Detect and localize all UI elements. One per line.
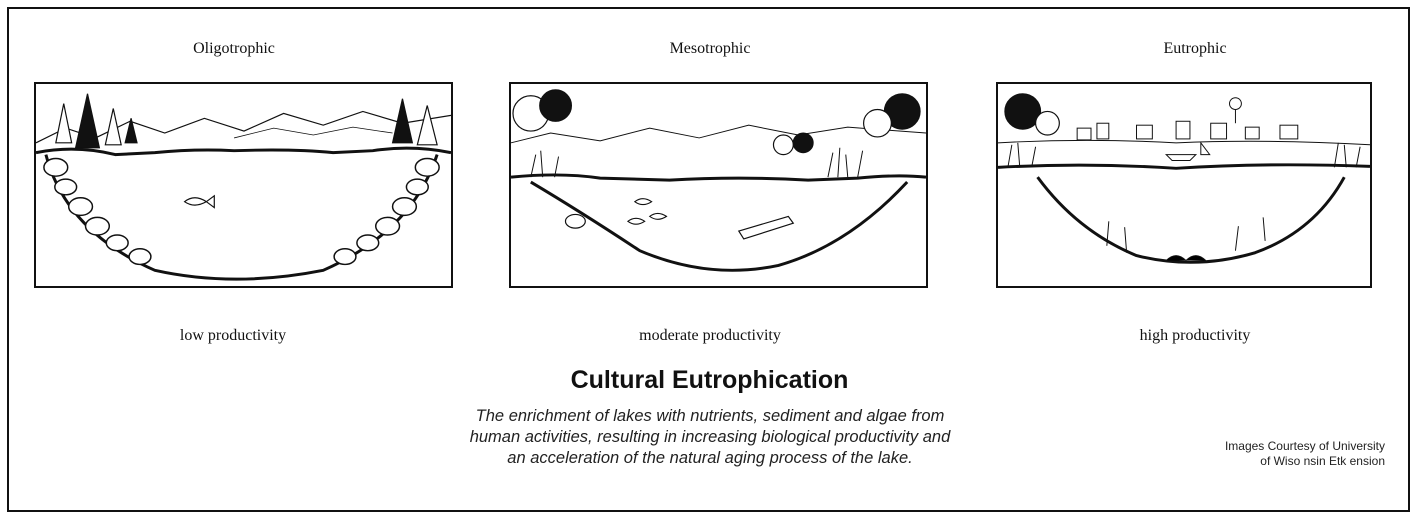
credit-line: of Wiso nsin Etk ension <box>1145 454 1385 469</box>
main-title: Cultural Eutrophication <box>0 366 1419 395</box>
definition-text: The enrichment of lakes with nutrients, … <box>370 406 1050 469</box>
oligotrophic-illustration <box>34 82 453 288</box>
definition-line: an acceleration of the natural aging pro… <box>370 448 1050 469</box>
image-credit: Images Courtesy of University of Wiso ns… <box>1145 439 1385 469</box>
stage-title-oligotrophic: Oligotrophic <box>84 40 384 58</box>
stage-caption-mesotrophic: moderate productivity <box>550 327 870 345</box>
stage-title-eutrophic: Eutrophic <box>1045 40 1345 58</box>
eutrophic-illustration <box>996 82 1372 288</box>
definition-line: The enrichment of lakes with nutrients, … <box>370 406 1050 427</box>
stage-caption-eutrophic: high productivity <box>1035 327 1355 345</box>
stage-title-mesotrophic: Mesotrophic <box>560 40 860 58</box>
definition-line: human activities, resulting in increasin… <box>370 427 1050 448</box>
stage-caption-oligotrophic: low productivity <box>73 327 393 345</box>
mesotrophic-illustration <box>509 82 928 288</box>
credit-line: Images Courtesy of University <box>1145 439 1385 454</box>
